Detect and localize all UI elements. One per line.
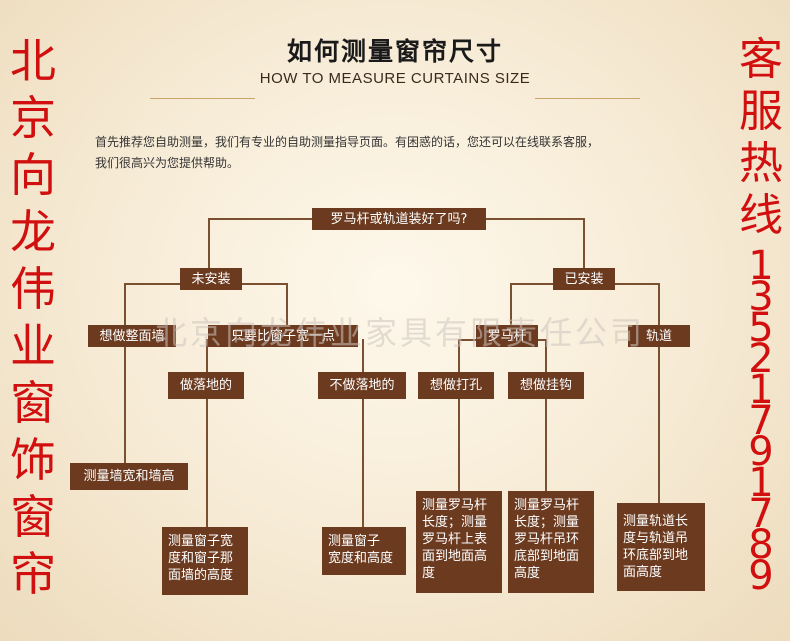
node-roman-rod: 罗马杆: [476, 325, 538, 347]
hotline-digit: 7: [748, 398, 774, 444]
connector: [286, 283, 288, 325]
node-text-line: 测量轨道长: [623, 514, 689, 529]
connector: [206, 339, 208, 372]
hotline-digit: 2: [748, 336, 774, 382]
hotline-char: 服: [739, 86, 783, 137]
connector: [485, 218, 585, 220]
node-measure-rod-hook: 测量罗马杆 长度；测量 罗马杆吊环 底部到地面 高度: [508, 491, 594, 593]
side-left-char: 业: [10, 319, 56, 373]
hotline-digit: 7: [748, 491, 774, 537]
node-text-line: 测量罗马杆: [422, 498, 488, 513]
hotline-char: 热: [739, 138, 783, 189]
connector: [545, 399, 547, 491]
node-text-line: 面墙的高度: [168, 568, 234, 583]
hotline-digit: 1: [748, 367, 774, 413]
connector: [536, 339, 546, 341]
hotline-digit: 5: [748, 305, 774, 351]
connector: [206, 399, 208, 527]
page-subtitle: HOW TO MEASURE CURTAINS SIZE: [259, 70, 531, 87]
node-installed: 已安装: [553, 268, 615, 290]
page-title: 如何测量窗帘尺寸: [286, 37, 503, 66]
connector: [124, 345, 126, 463]
connector: [208, 218, 313, 220]
side-left-char: 窗: [10, 490, 56, 544]
connector: [208, 218, 210, 278]
hotline-digit: 1: [748, 243, 774, 289]
node-text-line: 面到地面高: [422, 549, 488, 564]
node-text-line: 度: [422, 566, 436, 581]
node-floor-length: 做落地的: [168, 372, 244, 399]
node-measure-window: 测量窗子 宽度和高度: [322, 527, 406, 575]
side-banner-left: 北 京 向 龙 伟 业 窗 饰 窗 帘: [0, 38, 66, 608]
node-grommet: 想做打孔: [418, 372, 494, 399]
node-hook: 想做挂钩: [508, 372, 584, 399]
hotline-char: 客: [739, 34, 783, 85]
node-text-line: 罗马杆吊环: [514, 532, 580, 547]
node-measure-track: 测量轨道长 度与轨道吊 环底部到地 面高度: [617, 503, 705, 591]
side-left-char: 窗: [10, 376, 56, 430]
connector: [458, 339, 460, 372]
side-left-char: 龙: [10, 205, 56, 259]
node-text-line: 测量窗子宽: [168, 534, 234, 549]
side-left-char: 京: [10, 91, 56, 145]
hotline-char: 线: [739, 190, 783, 241]
hotline-digit: 9: [748, 429, 774, 475]
side-banner-right: 客 服 热 线 1 3 5 2 1 7 9 1 7 8 9: [728, 34, 790, 599]
node-measure-window-floor: 测量窗子宽 度和窗子那 面墙的高度: [162, 527, 248, 595]
side-left-char: 北: [10, 34, 56, 88]
intro-line-2: 我们很高兴为您提供帮助。: [95, 156, 240, 170]
node-text-line: 高度: [514, 566, 541, 581]
connector: [658, 283, 660, 325]
node-root: 罗马杆或轨道装好了吗?: [312, 208, 486, 230]
node-text-line: 宽度和高度: [328, 551, 394, 566]
node-measure-wall: 测量墙宽和墙高: [70, 463, 188, 490]
connector: [362, 339, 364, 372]
node-text-line: 测量窗子: [328, 534, 381, 549]
hotline-digit: 3: [748, 274, 774, 320]
node-not-floor-length: 不做落地的: [318, 372, 406, 399]
hotline-digit: 9: [748, 553, 774, 599]
node-text-line: 度和窗子那: [168, 551, 234, 566]
node-wider-than-window: 只要比窗子宽一点: [208, 325, 358, 347]
connector: [124, 283, 126, 325]
node-full-wall: 想做整面墙: [88, 325, 176, 347]
node-text-line: 测量罗马杆: [514, 498, 580, 513]
node-text-line: 罗马杆上表: [422, 532, 488, 547]
connector: [658, 345, 660, 503]
node-measure-rod-grommet: 测量罗马杆 长度；测量 罗马杆上表 面到地面高 度: [416, 491, 502, 593]
connector: [545, 339, 547, 372]
connector: [510, 283, 512, 325]
connector: [458, 399, 460, 491]
watermark-text: 北京向龙伟业家具有限责任公司: [154, 314, 645, 352]
node-text-line: 长度；测量: [514, 515, 580, 530]
node-text-line: 面高度: [623, 565, 663, 580]
node-text-line: 长度；测量: [422, 515, 488, 530]
node-not-installed: 未安装: [180, 268, 242, 290]
node-text-line: 度与轨道吊: [623, 531, 689, 546]
title-divider-left: [150, 98, 255, 99]
side-left-char: 饰: [10, 433, 56, 487]
connector: [583, 218, 585, 278]
hotline-digit: 8: [748, 522, 774, 568]
intro-line-1: 首先推荐您自助测量，我们有专业的自助测量指导页面。有困惑的话，您还可以在线联系客…: [95, 135, 600, 149]
connector: [458, 339, 476, 341]
side-left-char: 帘: [10, 547, 56, 601]
side-left-char: 向: [10, 148, 56, 202]
title-divider-right: [535, 98, 640, 99]
node-text-line: 环底部到地: [623, 548, 689, 563]
connector: [362, 399, 364, 527]
node-track: 轨道: [628, 325, 690, 347]
hotline-digit: 1: [748, 460, 774, 506]
node-text-line: 底部到地面: [514, 549, 580, 564]
side-left-char: 伟: [10, 262, 56, 316]
intro-text: 首先推荐您自助测量，我们有专业的自助测量指导页面。有困惑的话，您还可以在线联系客…: [95, 132, 735, 174]
